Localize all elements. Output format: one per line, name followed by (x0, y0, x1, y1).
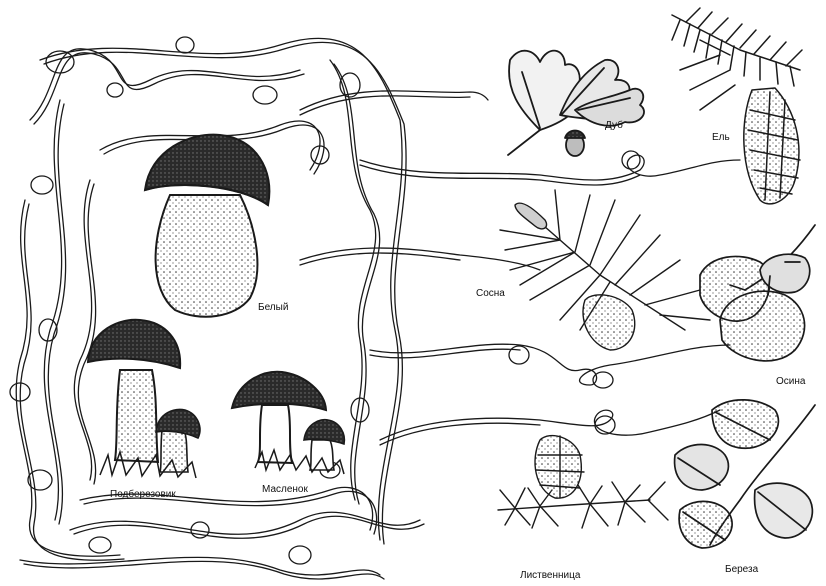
loop-2 (176, 37, 194, 53)
label-oak: Дуб (605, 119, 623, 131)
aspen-leaf-2 (720, 291, 805, 361)
birch-leaf-1 (712, 400, 778, 448)
larch-cone (535, 436, 581, 499)
loop-5 (31, 176, 53, 194)
label-birch-bolete: Подберезовик (110, 488, 176, 500)
loop-12 (351, 398, 369, 422)
larch-needle-tufts (500, 482, 668, 528)
spruce-cone (744, 88, 799, 204)
larch-branch (498, 436, 668, 528)
birch-leaf-4 (755, 483, 813, 538)
birch-bolete-cap (88, 320, 180, 368)
porcini-mushroom (145, 135, 269, 317)
birch-bolete-mushroom (88, 320, 200, 478)
porcini-stem (156, 195, 258, 317)
label-larch: Лиственница (520, 570, 581, 581)
frame-strand-19 (74, 180, 91, 480)
spruce-branch (672, 8, 802, 204)
loop-3 (253, 86, 277, 104)
path-loop-1 (622, 151, 640, 169)
loop-9 (89, 537, 111, 553)
label-pine: Сосна (476, 288, 505, 299)
oak-leaf-1 (509, 51, 580, 130)
loop-14 (311, 146, 329, 164)
frame-strand-3 (30, 49, 300, 120)
butter-mushroom-cap (232, 372, 326, 410)
frame-strand-17 (20, 557, 380, 575)
frame-strand-6 (20, 204, 124, 560)
path-to-aspen-b (370, 349, 520, 358)
loop-8 (28, 470, 52, 490)
birch-leaf-3 (679, 501, 732, 548)
path-loop-2 (509, 346, 529, 364)
oak-acorn-cup (565, 131, 585, 139)
path-to-pine (300, 248, 540, 270)
pine-branch (500, 190, 710, 350)
label-butter-mushroom: Масленок (262, 484, 308, 495)
spruce-stem (672, 15, 800, 70)
loop-15 (107, 83, 123, 97)
frame-strand-8 (48, 104, 65, 524)
birch-leaf-2 (675, 444, 729, 490)
spruce-needles (672, 8, 802, 110)
frame-strand-9 (70, 512, 420, 534)
oak-branch (508, 51, 644, 156)
birch-bolete-stem (115, 370, 158, 462)
butter-mushroom-small-stem (310, 440, 334, 470)
frame-strand-5 (16, 200, 120, 556)
butter-mushroom (232, 372, 344, 474)
path-to-larch-b (380, 423, 540, 445)
pine-bud (515, 203, 547, 229)
path-to-oak-b (300, 96, 470, 115)
label-spruce: Ель (712, 132, 730, 143)
birch-branch (675, 400, 815, 548)
label-porcini: Белый (258, 302, 288, 313)
path-to-aspen (370, 344, 730, 385)
pine-cone (583, 295, 635, 350)
aspen-branch (700, 225, 815, 361)
label-birch: Береза (725, 564, 759, 575)
label-aspen: Осина (776, 376, 806, 387)
loop-11 (289, 546, 311, 564)
path-to-pine-b (300, 253, 460, 265)
